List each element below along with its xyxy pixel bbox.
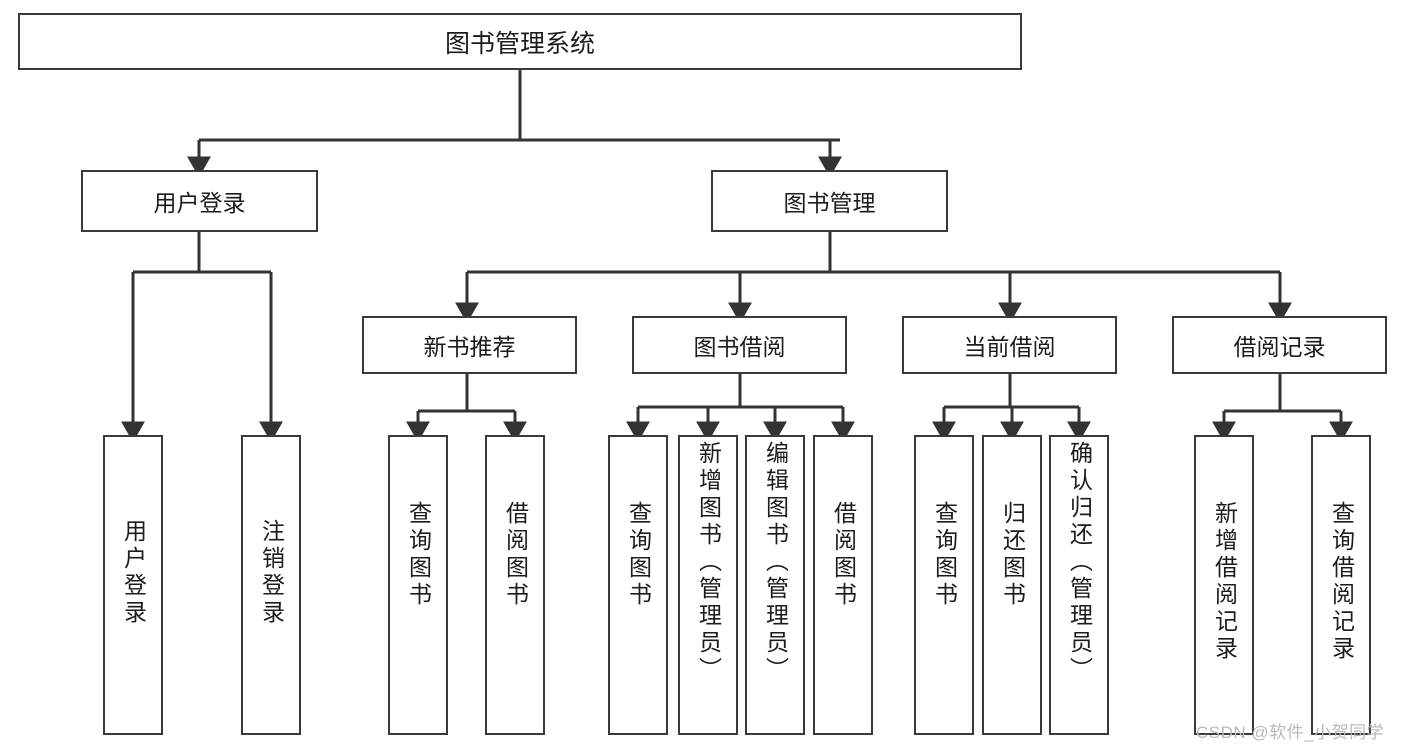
node-current-borrowing[interactable]: 当前借阅 [902,316,1117,374]
node-leaf-query-book-current[interactable]: 查询图书 [914,435,974,735]
node-leaf-logout[interactable]: 注销登录 [241,435,301,735]
node-leaf-borrow-book-recommend[interactable]: 借阅图书 [485,435,545,735]
node-book-management-system[interactable]: 图书管理系统 [18,13,1022,70]
node-label: 借阅图书 [502,501,529,609]
node-label: 归还图书 [999,501,1026,609]
node-label: 编辑图书（管理员） [762,441,789,684]
node-leaf-add-borrow-record[interactable]: 新增借阅记录 [1194,435,1254,735]
node-leaf-query-book-borrow[interactable]: 查询图书 [608,435,668,735]
node-label: 注销登录 [258,519,285,627]
node-leaf-add-book-admin[interactable]: 新增图书（管理员） [678,435,738,735]
node-label: 借阅记录 [1233,334,1326,360]
node-leaf-borrow-book[interactable]: 借阅图书 [813,435,873,735]
node-leaf-user-login[interactable]: 用户登录 [103,435,163,735]
node-label: 借阅图书 [830,501,857,609]
node-book-borrowing[interactable]: 图书借阅 [632,316,847,374]
node-book-management[interactable]: 图书管理 [711,170,948,232]
node-leaf-query-book-recommend[interactable]: 查询图书 [388,435,448,735]
node-leaf-confirm-return-admin[interactable]: 确认归还（管理员） [1049,435,1109,735]
node-label: 用户登录 [120,519,147,627]
node-label: 新书推荐 [423,334,516,360]
node-new-book-recommendation[interactable]: 新书推荐 [362,316,577,374]
node-label: 查询图书 [625,501,652,609]
node-label: 图书管理 [783,190,876,216]
node-user-login[interactable]: 用户登录 [81,170,318,232]
node-label: 图书管理系统 [444,29,595,58]
node-label: 新增图书（管理员） [695,441,722,684]
node-label: 新增借阅记录 [1211,501,1238,663]
node-label: 查询借阅记录 [1328,501,1355,663]
node-label: 确认归还（管理员） [1066,441,1093,684]
node-leaf-edit-book-admin[interactable]: 编辑图书（管理员） [745,435,805,735]
watermark-text: CSDN @软件_小贺同学 [1196,723,1385,742]
node-leaf-query-borrow-record[interactable]: 查询借阅记录 [1311,435,1371,735]
node-borrowing-records[interactable]: 借阅记录 [1172,316,1387,374]
node-label: 图书借阅 [693,334,786,360]
node-label: 当前借阅 [963,334,1056,360]
node-leaf-return-book[interactable]: 归还图书 [982,435,1042,735]
node-label: 用户登录 [153,190,246,216]
node-label: 查询图书 [405,501,432,609]
node-label: 查询图书 [931,501,958,609]
